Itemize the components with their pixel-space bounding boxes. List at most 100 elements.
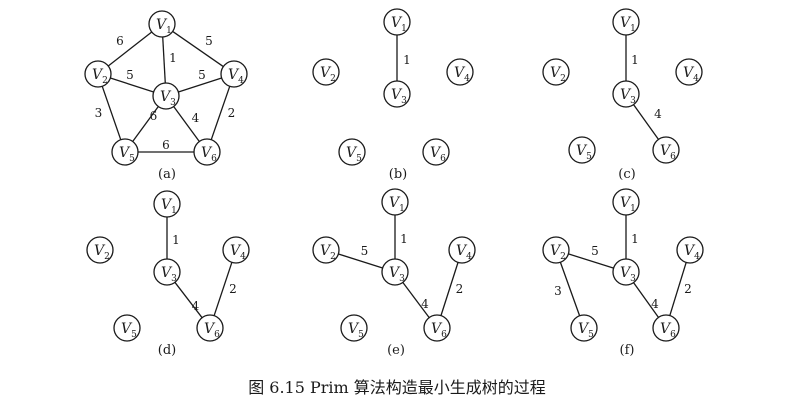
node-circle <box>86 236 114 264</box>
node-v2: V2 <box>86 236 114 264</box>
node-circle <box>446 58 474 86</box>
panel-label: (f) <box>620 343 635 358</box>
edge-weight: 2 <box>684 282 692 296</box>
node-circle <box>153 190 181 218</box>
edge-v3-v6 <box>402 282 430 318</box>
node-v4: V4 <box>675 58 703 86</box>
node-label: V5 <box>346 145 362 164</box>
node-circle <box>220 60 248 88</box>
edge-v3-v5 <box>132 106 159 142</box>
node-label: V6 <box>660 321 676 340</box>
node-v5: V5 <box>338 138 366 166</box>
edge-v3-v6 <box>633 282 659 318</box>
node-circle <box>612 80 640 108</box>
edge-v6-v4 <box>213 262 233 316</box>
node-v4: V4 <box>220 60 248 88</box>
edge-weight: 6 <box>150 109 158 123</box>
node-v2: V2 <box>312 58 340 86</box>
edge-v6-v4 <box>669 262 687 316</box>
node-v5: V5 <box>113 314 141 342</box>
panel-label: (e) <box>387 343 405 358</box>
node-v3: V3 <box>152 82 180 110</box>
edge-weight: 4 <box>421 297 429 311</box>
node-label: V6 <box>660 143 676 162</box>
node-v2: V2 <box>542 236 570 264</box>
node-v6: V6 <box>193 138 221 166</box>
node-v1: V1 <box>153 190 181 218</box>
edge-weight: 1 <box>631 53 639 67</box>
node-circle <box>312 58 340 86</box>
edge-v2-v3 <box>568 253 614 269</box>
node-circle <box>84 60 112 88</box>
node-label: V2 <box>550 65 566 84</box>
node-circle <box>652 136 680 164</box>
node-v3: V3 <box>612 258 640 286</box>
node-circle <box>196 314 224 342</box>
node-circle <box>381 188 409 216</box>
edge-weight: 5 <box>205 34 213 48</box>
edge-weight: 5 <box>591 244 599 258</box>
node-label: V1 <box>620 15 636 34</box>
node-label: V6 <box>431 321 447 340</box>
edge-v2-v3 <box>338 253 383 269</box>
node-v6: V6 <box>196 314 224 342</box>
node-v1: V1 <box>381 188 409 216</box>
node-label: V6 <box>201 145 217 164</box>
node-circle <box>423 314 451 342</box>
edge-v3-v6 <box>174 281 203 319</box>
node-v5: V5 <box>111 138 139 166</box>
node-label: V5 <box>119 145 135 164</box>
node-label: V5 <box>121 321 137 340</box>
edge-weight: 2 <box>456 282 464 296</box>
node-v6: V6 <box>652 136 680 164</box>
edge-weight: 5 <box>126 68 134 82</box>
node-label: V4 <box>230 243 246 262</box>
edge-weight: 5 <box>361 244 369 258</box>
node-v5: V5 <box>568 136 596 164</box>
edge-v1-v4 <box>172 30 224 68</box>
panel-label: (b) <box>389 167 407 182</box>
node-circle <box>338 138 366 166</box>
node-circle <box>542 236 570 264</box>
panel-label: (d) <box>158 343 176 358</box>
edge-weight: 2 <box>229 282 237 296</box>
node-circle <box>570 314 598 342</box>
node-v4: V4 <box>448 236 476 264</box>
node-circle <box>612 188 640 216</box>
panel-label: (a) <box>158 167 176 182</box>
edge-v3-v6 <box>173 106 200 142</box>
node-circle <box>568 136 596 164</box>
edge-v6-v4 <box>440 262 459 316</box>
node-label: V4 <box>456 243 472 262</box>
node-label: V3 <box>391 87 407 106</box>
node-label: V6 <box>204 321 220 340</box>
node-label: V2 <box>320 243 336 262</box>
edge-weight: 1 <box>400 232 408 246</box>
node-label: V1 <box>156 17 172 36</box>
node-circle <box>148 10 176 38</box>
node-circle <box>152 82 180 110</box>
node-circle <box>612 258 640 286</box>
node-circle <box>383 80 411 108</box>
node-v2: V2 <box>542 58 570 86</box>
edge-v3-v6 <box>633 104 659 140</box>
edge-v1-v2 <box>107 31 153 67</box>
node-label: V2 <box>92 67 108 86</box>
node-v4: V4 <box>222 236 250 264</box>
node-label: V2 <box>550 243 566 262</box>
node-label: V4 <box>228 67 244 86</box>
node-label: V2 <box>94 243 110 262</box>
node-circle <box>422 138 450 166</box>
node-v3: V3 <box>381 258 409 286</box>
node-circle <box>381 258 409 286</box>
edge-weight: 4 <box>192 111 200 125</box>
node-label: V1 <box>389 195 405 214</box>
node-circle <box>113 314 141 342</box>
node-circle <box>222 236 250 264</box>
edge-v3-v4 <box>178 77 222 93</box>
edge-weight: 4 <box>651 297 659 311</box>
node-circle <box>340 314 368 342</box>
